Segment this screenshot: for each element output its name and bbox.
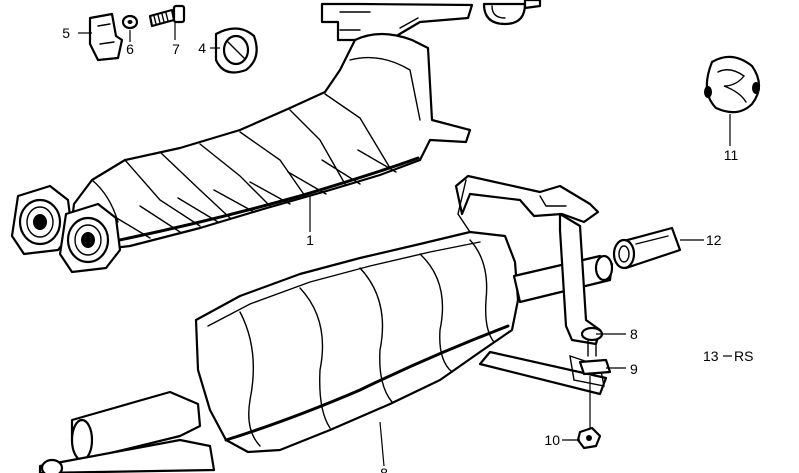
nut-part-10: [576, 426, 602, 450]
clamp-part-5: [88, 12, 124, 62]
callout-9: 9: [630, 361, 638, 377]
callout-13-suffix: RS: [734, 348, 753, 364]
callout-labels: 5 6 7 4 1 11 12 8 9 10 13 RS 8: [62, 25, 753, 473]
callout-4: 4: [198, 40, 206, 56]
leader-lines: [78, 22, 732, 467]
callout-12: 12: [706, 232, 722, 248]
screw-part-7: [148, 4, 186, 28]
rubber-ring-part-11: [704, 55, 761, 114]
washer-part-6: [121, 14, 139, 30]
callout-8-rear: 8: [380, 465, 388, 473]
inlet-flange-right: [58, 202, 122, 274]
rear-silencer-pipes: [38, 254, 614, 473]
washer-part-9: [578, 358, 612, 376]
callout-5: 5: [62, 25, 70, 41]
rubber-mount-part-4: [214, 27, 258, 74]
tailpipe-trim-part-12: [612, 226, 682, 270]
callout-8: 8: [630, 326, 638, 342]
callout-7: 7: [172, 41, 180, 57]
callout-1: 1: [306, 232, 314, 248]
callout-10: 10: [544, 432, 560, 448]
callout-6: 6: [126, 41, 134, 57]
hanger-strap: [454, 174, 608, 396]
callout-13: 13: [703, 348, 719, 364]
rear-silencer: [194, 230, 520, 454]
front-silencer: [68, 32, 472, 252]
callout-11: 11: [724, 147, 739, 163]
